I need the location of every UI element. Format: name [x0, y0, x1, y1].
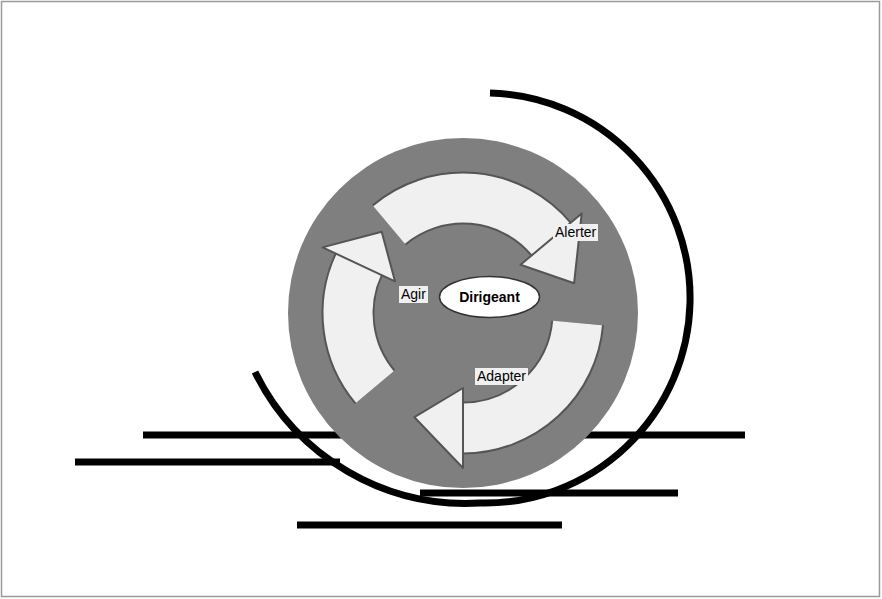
cycle-step-label: Alerter [553, 224, 598, 241]
leader-ellipse: Dirigeant [438, 275, 541, 319]
node-label: Dirigeant [438, 289, 541, 305]
arrow-heads [323, 213, 582, 468]
cycle-step-label: Adapter [475, 368, 528, 385]
grey-disc [288, 138, 638, 488]
outer-arc [255, 93, 690, 503]
cycle-step-label: Agir [399, 286, 428, 303]
